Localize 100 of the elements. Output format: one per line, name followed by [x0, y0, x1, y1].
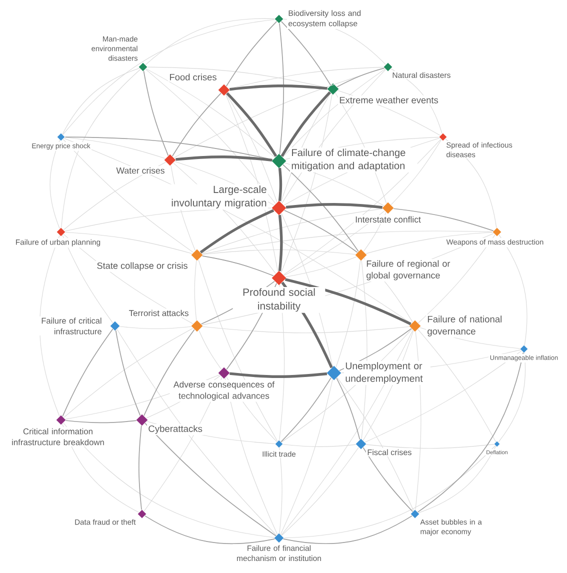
connection-line — [143, 70, 169, 156]
connection-line — [445, 138, 497, 228]
connection-line — [282, 515, 412, 544]
connection-line — [337, 90, 441, 136]
connection-line — [341, 350, 521, 374]
connection-line — [116, 328, 277, 536]
connection-line — [418, 329, 496, 442]
connection-line — [39, 235, 60, 417]
connection-line — [281, 328, 412, 443]
connection-line — [146, 375, 221, 418]
connection-line — [417, 352, 524, 512]
connection-line — [336, 68, 385, 88]
connection-line — [63, 422, 275, 538]
connection-line — [279, 22, 284, 154]
node-label: Water crises — [116, 167, 164, 174]
connection-line — [336, 377, 414, 511]
connection-line — [226, 21, 278, 87]
connection-line — [198, 330, 222, 370]
connection-line — [361, 260, 368, 440]
connection-line — [498, 234, 528, 346]
connection-line — [338, 328, 412, 372]
connection-line — [418, 446, 496, 514]
connection-line — [362, 447, 414, 512]
connection-line — [362, 330, 414, 441]
connection-line — [202, 326, 410, 334]
connection-line — [173, 162, 276, 274]
connection-line — [498, 352, 526, 442]
connection-line — [174, 68, 385, 158]
connection-line — [62, 19, 275, 135]
connection-line — [63, 162, 166, 230]
node-label: Extreme weather events — [340, 96, 438, 104]
connection-line — [282, 164, 359, 252]
connection-line — [119, 326, 192, 329]
connection-line — [144, 515, 276, 544]
connection-line — [283, 138, 442, 276]
connection-line — [281, 330, 414, 536]
connection-line — [280, 94, 332, 273]
connection-line — [65, 420, 137, 424]
connection-line — [418, 234, 496, 324]
connection-line — [176, 156, 272, 162]
connection-line — [202, 255, 274, 276]
connection-line — [64, 328, 194, 418]
connection-line — [64, 137, 166, 159]
connection-line — [284, 445, 496, 538]
connection-line — [226, 94, 278, 272]
node-label: Large-scale involuntary migration — [172, 186, 266, 208]
connection-line — [364, 350, 522, 442]
connection-line — [50, 140, 60, 229]
connection-line — [282, 69, 386, 204]
connection-line — [202, 249, 356, 255]
connection-line — [62, 235, 114, 324]
connection-line — [228, 66, 384, 90]
node-label: Fiscal crises — [368, 449, 412, 456]
connection-line — [281, 213, 333, 367]
connection-line — [281, 447, 359, 536]
node-label: Food crises — [170, 74, 216, 80]
connection-line — [200, 209, 274, 254]
connection-line — [280, 377, 332, 442]
connection-line — [65, 374, 220, 420]
connection-line — [138, 425, 142, 510]
connection-line — [366, 232, 493, 254]
node-label: Adverse consequences of technological advances — [173, 381, 275, 401]
connection-line — [172, 92, 222, 157]
connection-line — [284, 278, 412, 326]
connection-line — [224, 378, 278, 535]
connection-line — [285, 256, 357, 278]
node-label: Failure of national governance — [428, 316, 502, 336]
connection-line — [115, 330, 141, 416]
connection-line — [280, 379, 333, 535]
connection-line — [283, 18, 386, 65]
connection-line — [145, 68, 276, 204]
connection-line — [65, 232, 192, 254]
connection-line — [366, 444, 494, 449]
connection-line — [145, 18, 275, 66]
connection-line — [364, 258, 413, 322]
connection-line — [390, 139, 442, 206]
connection-line — [390, 68, 442, 134]
connection-line — [202, 230, 493, 254]
connection-line — [279, 284, 285, 440]
connection-line — [62, 424, 140, 513]
connection-line — [144, 377, 222, 512]
connection-line — [280, 92, 331, 202]
connection-line — [335, 92, 387, 204]
connection-line — [230, 372, 328, 378]
connection-line — [62, 138, 194, 253]
node-label: Failure of regional or global governance — [366, 260, 450, 280]
connection-line — [281, 282, 333, 368]
connection-line — [64, 208, 272, 232]
connection-line — [174, 161, 274, 206]
connection-line — [286, 203, 382, 209]
connection-line — [282, 444, 356, 447]
connection-line — [194, 260, 197, 321]
node-label: Critical information infrastructure breakdown — [12, 428, 104, 446]
connection-line — [278, 168, 282, 202]
connection-line — [284, 138, 440, 206]
connection-line — [144, 329, 195, 416]
connection-line — [62, 68, 140, 134]
node-label: Failure of critical infrastructure — [42, 318, 102, 334]
connection-line — [226, 376, 278, 442]
connection-line — [284, 136, 440, 160]
